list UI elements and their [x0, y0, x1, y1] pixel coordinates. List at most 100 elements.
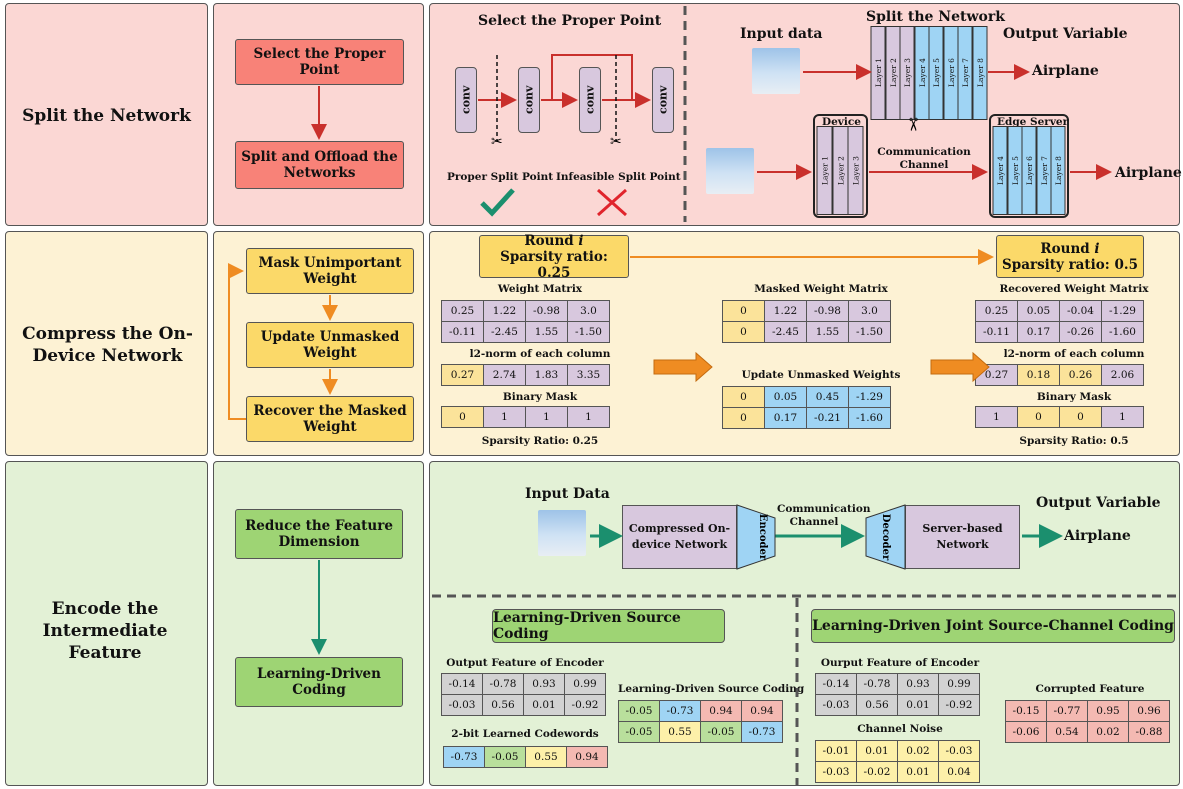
layer-block: Layer 8 [1051, 126, 1066, 215]
matrix-cell: -0.03 [815, 761, 857, 783]
airplane-image-3 [538, 510, 586, 556]
layer-block: Layer 6 [1022, 126, 1037, 215]
matrix-cell: -0.05 [618, 700, 660, 722]
conv-block-4: conv [652, 67, 674, 133]
out-feat2-title: Ourput Feature of Encoder [820, 657, 980, 669]
device-label: Device [822, 116, 861, 128]
jscc-title: Learning-Driven Joint Source-Channel Cod… [811, 609, 1175, 643]
compress-title-panel [5, 231, 208, 456]
layer-block: Layer 2 [832, 126, 848, 215]
matrix-cell: 1 [483, 406, 526, 428]
layer-block: Layer 3 [900, 26, 915, 120]
matrix-cell: 0 [722, 321, 765, 343]
select-point-title: Select the Proper Point [478, 13, 662, 29]
masked-matrix-title: Masked Weight Matrix [754, 283, 888, 295]
matrix-cell: 0 [722, 300, 765, 322]
round-right-index: i [1094, 240, 1100, 257]
step-learning-coding: Learning-Driven Coding [235, 657, 403, 707]
lsc-result-title: Learning-Driven Source Coding [618, 683, 805, 695]
round-left-word: Round [524, 232, 574, 249]
matrix-cell: -0.02 [856, 761, 898, 783]
output-variable-label: Output Variable [1003, 26, 1128, 42]
layer-block: Layer 4 [914, 26, 929, 120]
round-left-ratio: Sparsity ratio: 0.25 [500, 248, 608, 281]
matrix-cell: -0.73 [659, 700, 701, 722]
noise-title: Channel Noise [857, 723, 943, 735]
matrix-cell: 1 [525, 406, 568, 428]
matrix-cell: -0.92 [938, 694, 980, 716]
round-left-index: i [578, 232, 584, 249]
recovered-matrix-title: Recovered Weight Matrix [999, 283, 1149, 295]
matrix-cell: 0.95 [1087, 700, 1129, 722]
step-split-offload: Split and Offload the Networks [235, 141, 404, 189]
matrix-cell: 1.22 [483, 300, 526, 322]
matrix-cell: 0 [1017, 406, 1060, 428]
matrix-cell: 0.55 [659, 721, 701, 743]
matrix-cell: -0.98 [806, 300, 849, 322]
row-title-encode: Encode the Intermediate Feature [42, 599, 168, 663]
matrix-cell: -0.15 [1005, 700, 1047, 722]
matrix-cell: 0.94 [566, 746, 608, 768]
matrix-cell: 3.0 [567, 300, 610, 322]
airplane-image-1 [752, 48, 800, 94]
matrix-cell: 0.25 [441, 300, 484, 322]
matrix-cell: 0.99 [938, 673, 980, 695]
infeasible-split-label: Infeasible Split Point [556, 171, 681, 183]
encode-title-panel [5, 461, 208, 786]
channel-label-2: Communication Channel [777, 503, 871, 528]
matrix-cell: -0.26 [1059, 321, 1102, 343]
matrix-cell: 0.01 [856, 740, 898, 762]
matrix-cell: 0 [1059, 406, 1102, 428]
matrix-cell: 0.01 [523, 694, 565, 716]
layer-block: Layer 2 [885, 26, 900, 120]
matrix-cell: 0.02 [897, 740, 939, 762]
matrix-cell: 0.56 [482, 694, 524, 716]
matrix-cell: 0.27 [975, 364, 1018, 386]
step-mask-weight: Mask Unimportant Weight [246, 248, 414, 294]
matrix-cell: 0.45 [806, 386, 849, 408]
sparsity-left-label: Sparsity Ratio: 0.25 [481, 435, 599, 447]
round-right-word: Round [1040, 240, 1090, 257]
matrix-cell: -0.73 [741, 721, 783, 743]
matrix-cell: 0 [722, 386, 765, 408]
step-recover-weight: Recover the Masked Weight [246, 396, 414, 442]
row-title-compress: Compress the On-Device Network [22, 324, 193, 366]
matrix-cell: 1.55 [806, 321, 849, 343]
matrix-cell: -0.03 [815, 694, 857, 716]
matrix-cell: -0.05 [618, 721, 660, 743]
matrix-cell: 2.06 [1101, 364, 1144, 386]
edge-server-label: Edge Server [997, 116, 1069, 128]
sparsity-right-label: Sparsity Ratio: 0.5 [1019, 435, 1129, 447]
matrix-cell: 0.05 [1017, 300, 1060, 322]
matrix-cell: 1.83 [525, 364, 568, 386]
update-weights-title: Update Unmasked Weights [741, 369, 901, 381]
step-reduce-dimension: Reduce the Feature Dimension [235, 509, 403, 559]
airplane-image-2 [706, 148, 754, 194]
matrix-cell: -0.11 [441, 321, 484, 343]
encode-input-label: Input Data [525, 486, 610, 502]
channel-label-1: Communication Channel [877, 146, 971, 171]
mask-title-right: Binary Mask [1036, 391, 1112, 403]
round-right-box: Round i Sparsity ratio: 0.5 [996, 235, 1144, 278]
round-left-box: Round i Sparsity ratio: 0.25 [479, 232, 629, 281]
matrix-cell: 0.17 [1017, 321, 1060, 343]
row-title-split: Split the Network [22, 106, 191, 126]
layer-block: Layer 1 [871, 26, 886, 120]
matrix-cell: 0.01 [897, 694, 939, 716]
matrix-cell: -0.05 [484, 746, 526, 768]
lsc-title: Learning-Driven Source Coding [492, 609, 725, 643]
matrix-cell: 0.96 [1128, 700, 1170, 722]
matrix-cell: -0.21 [806, 407, 849, 429]
matrix-cell: -1.29 [848, 386, 891, 408]
airplane-output-3: Airplane [1064, 528, 1131, 544]
layer-block: Layer 8 [972, 26, 987, 120]
round-right-ratio: Sparsity ratio: 0.5 [1002, 256, 1138, 273]
matrix-cell: 0.27 [441, 364, 484, 386]
matrix-cell: 0.55 [525, 746, 567, 768]
matrix-cell: -0.11 [975, 321, 1018, 343]
matrix-cell: -0.92 [564, 694, 606, 716]
layer-block: Layer 4 [993, 126, 1008, 215]
matrix-cell: -1.29 [1101, 300, 1144, 322]
corrupted-title: Corrupted Feature [1035, 683, 1145, 695]
matrix-cell: 0 [722, 407, 765, 429]
